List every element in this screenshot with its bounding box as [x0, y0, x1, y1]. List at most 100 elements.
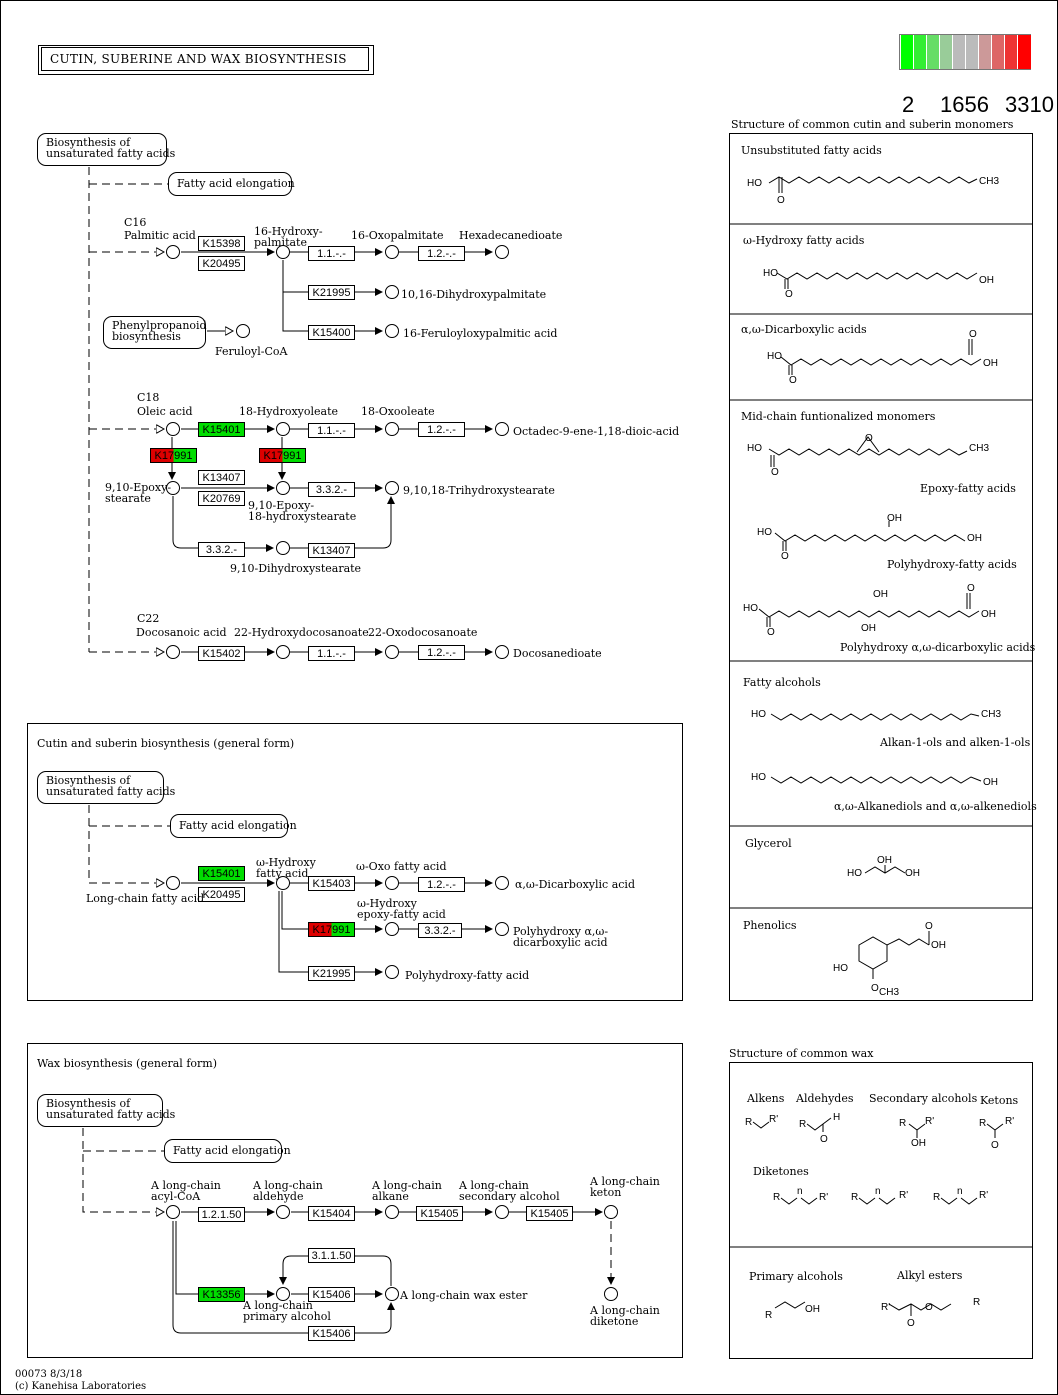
enzyme-K15400[interactable]: K15400 — [308, 325, 355, 340]
enzyme-K20495[interactable]: K20495 — [198, 256, 245, 271]
enzyme-1-2[interactable]: 1.2.-.- — [418, 246, 465, 261]
svg-text:O: O — [777, 195, 785, 206]
compound-alkane[interactable] — [385, 1205, 399, 1219]
compound-palmitic-acid[interactable] — [166, 245, 180, 259]
enzyme-K21995[interactable]: K21995 — [308, 285, 355, 300]
map-link-biosynthesis-top[interactable]: Biosynthesis of unsaturated fatty acids — [37, 133, 175, 166]
compound-epoxystearate[interactable] — [166, 481, 180, 495]
enzyme-K15402[interactable]: K15402 — [198, 646, 245, 661]
enzyme-1-2-1-50[interactable]: 1.2.1.50 — [198, 1207, 245, 1222]
compound-epoxy-hydroxystearate[interactable] — [276, 481, 290, 495]
compound-aldehyde[interactable] — [276, 1205, 290, 1219]
compound-16-hydroxypalmitate[interactable] — [276, 245, 290, 259]
label-polyhydroxy-dicarboxylic: Polyhydroxy α,ω- dicarboxylic acid — [513, 925, 609, 949]
enzyme-K20495[interactable]: K20495 — [198, 887, 245, 902]
map-link-elongation-cutin[interactable]: Fatty acid elongation — [170, 814, 297, 838]
enzyme-K13407[interactable]: K13407 — [308, 543, 355, 558]
struct-alkanediols: α,ω-Alkanediols and α,ω-alkenediols — [834, 800, 1037, 813]
svg-text:OH: OH — [983, 777, 998, 788]
enzyme-K13407[interactable]: K13407 — [198, 470, 245, 485]
svg-text:R: R — [745, 1117, 752, 1128]
compound-trihydroxystearate[interactable] — [385, 481, 399, 495]
legend-segment — [940, 35, 953, 69]
map-link-elongation-top[interactable]: Fatty acid elongation — [168, 172, 295, 196]
enzyme-1-2[interactable]: 1.2.-.- — [418, 422, 465, 437]
struct-aldehydes: Aldehydes — [796, 1092, 854, 1105]
enzyme-3-3-2[interactable]: 3.3.2.- — [418, 923, 462, 938]
compound-feruloyloxypalmitic[interactable] — [385, 324, 399, 338]
legend-mid: 1656 — [940, 92, 989, 117]
legend-segment — [966, 35, 979, 69]
svg-text:HO: HO — [751, 772, 766, 783]
compound-feruloyl-coa[interactable] — [236, 324, 250, 338]
compound-22-oxodocosanoate[interactable] — [385, 645, 399, 659]
svg-text:HO: HO — [847, 868, 862, 879]
map-link-biosynthesis-wax[interactable]: Biosynthesis of unsaturated fatty acids — [37, 1094, 175, 1127]
label-16-hydroxypalmitate: 16-Hydroxy- palmitate — [254, 225, 323, 249]
compound-dicarboxylic-acid[interactable] — [495, 876, 509, 890]
compound-acyl-coa[interactable] — [166, 1205, 180, 1219]
compound-secondary-alcohol[interactable] — [495, 1205, 509, 1219]
label-22-oxodocosanoate: 22-Oxodocosanoate — [368, 626, 478, 639]
enzyme-1-1[interactable]: 1.1.-.- — [308, 246, 355, 261]
enzyme-3-3-2[interactable]: 3.3.2.- — [308, 482, 355, 497]
label-epoxy-hydroxystearate: 9,10-Epoxy- 18-hydroxystearate — [248, 499, 357, 523]
label-aldehyde: A long-chain aldehyde — [253, 1179, 323, 1203]
enzyme-K15405[interactable]: K15405 — [416, 1206, 463, 1221]
enzyme-K15401[interactable]: K15401 — [198, 866, 245, 881]
compound-omega-oxo-fa[interactable] — [385, 876, 399, 890]
svg-text:R': R' — [979, 1190, 988, 1201]
map-link-biosynthesis-cutin[interactable]: Biosynthesis of unsaturated fatty acids — [37, 771, 175, 804]
compound-diketone[interactable] — [604, 1287, 618, 1301]
compound-16-oxopalmitate[interactable] — [385, 245, 399, 259]
compound-polyhydroxy-fa[interactable] — [385, 965, 399, 979]
svg-text:O: O — [767, 627, 775, 638]
compound-22-hydroxydocosanoate[interactable] — [276, 645, 290, 659]
compound-polyhydroxy-dicarboxylic[interactable] — [495, 922, 509, 936]
label-hexadecanedioate: Hexadecanedioate — [459, 229, 563, 242]
enzyme-K15406[interactable]: K15406 — [308, 1287, 355, 1302]
enzyme-3-1-1-50[interactable]: 3.1.1.50 — [308, 1248, 355, 1263]
enzyme-K13356[interactable]: K13356 — [198, 1287, 245, 1302]
svg-text:O: O — [785, 289, 793, 300]
compound-omega-hydroxy-epoxy[interactable] — [385, 922, 399, 936]
compound-dihydroxystearate[interactable] — [276, 541, 290, 555]
compound-octadecenedioic[interactable] — [495, 422, 509, 436]
enzyme-K15406[interactable]: K15406 — [308, 1326, 355, 1341]
enzyme-K15403[interactable]: K15403 — [308, 876, 355, 891]
enzyme-1-2[interactable]: 1.2.-.- — [418, 645, 465, 660]
enzyme-K17991[interactable]: K17991 — [150, 448, 197, 463]
legend-min: 2 — [902, 92, 915, 117]
map-link-phenylpropanoid[interactable]: Phenylpropanoid biosynthesis — [103, 316, 207, 349]
compound-hexadecanedioate[interactable] — [495, 245, 509, 259]
enzyme-K15401[interactable]: K15401 — [198, 422, 245, 437]
svg-text:R: R — [933, 1192, 940, 1203]
svg-text:R': R' — [1005, 1116, 1014, 1127]
compound-long-chain-fatty-acid[interactable] — [166, 876, 180, 890]
enzyme-K15405[interactable]: K15405 — [526, 1206, 573, 1221]
compound-docosanedioate[interactable] — [495, 645, 509, 659]
enzyme-K21995[interactable]: K21995 — [308, 966, 355, 981]
label-octadecenedioic: Octadec-9-ene-1,18-dioic-acid — [513, 425, 680, 438]
compound-keton[interactable] — [604, 1205, 618, 1219]
compound-docosanoic-acid[interactable] — [166, 645, 180, 659]
enzyme-K17991[interactable]: K17991 — [308, 922, 355, 937]
enzyme-1-1[interactable]: 1.1.-.- — [308, 423, 355, 438]
enzyme-K15398[interactable]: K15398 — [198, 236, 245, 251]
enzyme-K17991[interactable]: K17991 — [259, 448, 306, 463]
label-polyhydroxy-fa: Polyhydroxy-fatty acid — [405, 969, 530, 982]
compound-18-oxooleate[interactable] — [385, 422, 399, 436]
svg-text:HO: HO — [743, 603, 758, 614]
compound-omega-hydroxy-fa[interactable] — [276, 876, 290, 890]
compound-dihydroxypalmitate[interactable] — [385, 285, 399, 299]
enzyme-K15404[interactable]: K15404 — [308, 1206, 355, 1221]
enzyme-K20769[interactable]: K20769 — [198, 491, 245, 506]
map-link-elongation-wax[interactable]: Fatty acid elongation — [164, 1139, 291, 1163]
compound-18-hydroxyoleate[interactable] — [276, 422, 290, 436]
enzyme-1-2[interactable]: 1.2.-.- — [418, 877, 465, 892]
compound-wax-ester[interactable] — [385, 1287, 399, 1301]
enzyme-1-1[interactable]: 1.1.-.- — [308, 646, 355, 661]
compound-oleic-acid[interactable] — [166, 422, 180, 436]
enzyme-3-3-2[interactable]: 3.3.2.- — [198, 542, 245, 557]
compound-primary-alcohol[interactable] — [276, 1287, 290, 1301]
